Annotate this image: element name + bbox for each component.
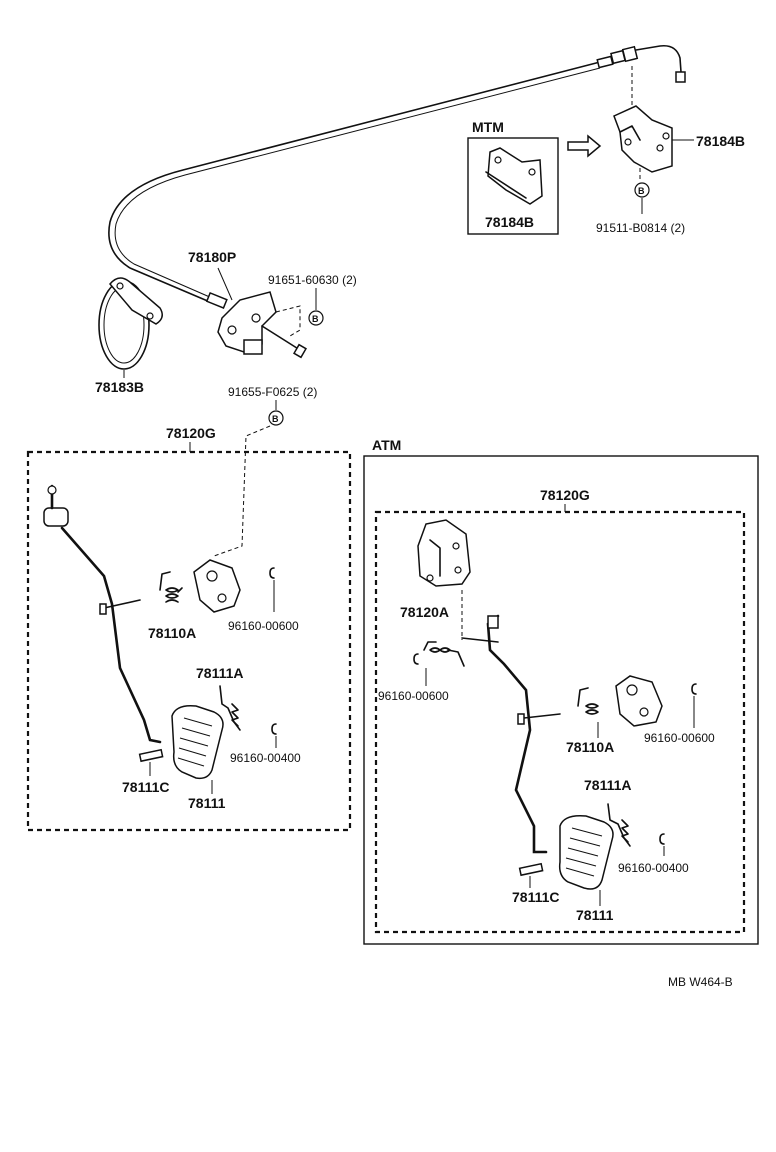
cable-bracket [217, 291, 307, 359]
part-label-78183b: 78183B [95, 379, 144, 395]
bolt-callout-b-pedal [268, 410, 284, 426]
atm-box [363, 455, 759, 945]
pedal-assembly-box-left [26, 450, 352, 832]
pedal-arm-atm [461, 614, 561, 854]
pad-spring-left [219, 685, 241, 731]
part-label-78110a-left: 78110A [148, 625, 196, 641]
part-label-91655-f0625: 91655-F0625 (2) [228, 385, 317, 399]
pin-left [138, 748, 164, 763]
part-label-96160-00600-atm-b: 96160-00600 [644, 731, 715, 745]
part-label-78111-atm: 78111 [576, 907, 614, 923]
pedal-pad-left-78111 [171, 704, 224, 780]
bolt-callout-letter: B [638, 186, 645, 196]
clip-icon [269, 567, 275, 579]
atm-label: ATM [372, 437, 401, 453]
arrow-icon [567, 134, 602, 158]
part-label-78120a: 78120A [400, 604, 449, 620]
part-label-96160-00400-left: 96160-00400 [230, 751, 301, 765]
part-label-78184b-right: 78184B [696, 133, 745, 149]
pad-spring-atm [607, 803, 631, 847]
clip-icon [691, 683, 697, 695]
bolt-callout-letter: B [312, 314, 319, 324]
pedal-pad-atm-78111 [558, 814, 614, 890]
clip-icon [659, 833, 665, 845]
bolt-callout-letter: B [272, 414, 279, 424]
part-label-78111-left: 78111 [188, 795, 226, 811]
pedal-arm-left [43, 484, 162, 744]
pedal-assembly-box-atm [374, 510, 746, 934]
part-label-78111a-atm: 78111A [584, 777, 632, 793]
part-label-78120g-atm: 78120G [540, 487, 590, 503]
spring-atm [413, 641, 465, 667]
part-label-78184b-mtm: 78184B [485, 214, 534, 230]
throttle-bracket-78184b [613, 105, 673, 173]
bolt-callout-b-throttle [634, 182, 650, 198]
pin-atm [518, 862, 544, 877]
bolt-callout-b-cable [308, 310, 324, 326]
part-label-78111c-atm: 78111C [512, 889, 560, 905]
part-label-78120g-left: 78120G [166, 425, 216, 441]
part-label-96160-00600-left: 96160-00600 [228, 619, 299, 633]
part-label-91511-b0814: 91511-B0814 (2) [596, 221, 685, 235]
drawing-code: MB W464-B [668, 975, 733, 989]
accelerator-cable [108, 44, 686, 309]
bracket-atm-78120a [417, 519, 471, 587]
pedal-bracket-left [193, 559, 241, 613]
mtm-box [467, 137, 559, 235]
part-label-96160-00600-atm-a: 96160-00600 [378, 689, 449, 703]
part-label-78110a-atm: 78110A [566, 739, 614, 755]
bracket-mtm-78184b [485, 147, 543, 205]
return-spring-left-78110a [159, 571, 183, 603]
part-label-78111a-left: 78111A [196, 665, 244, 681]
clip-icon [271, 723, 277, 735]
part-label-91651-60630: 91651-60630 (2) [268, 273, 357, 287]
return-spring-atm-78110a [577, 687, 599, 715]
part-label-96160-00400-atm: 96160-00400 [618, 861, 689, 875]
mtm-label: MTM [472, 119, 504, 135]
part-label-78111c-left: 78111C [122, 779, 170, 795]
part-label-78180p: 78180P [188, 249, 236, 265]
cable-clamp-78183b [98, 277, 163, 370]
pedal-bracket-atm [615, 675, 663, 727]
